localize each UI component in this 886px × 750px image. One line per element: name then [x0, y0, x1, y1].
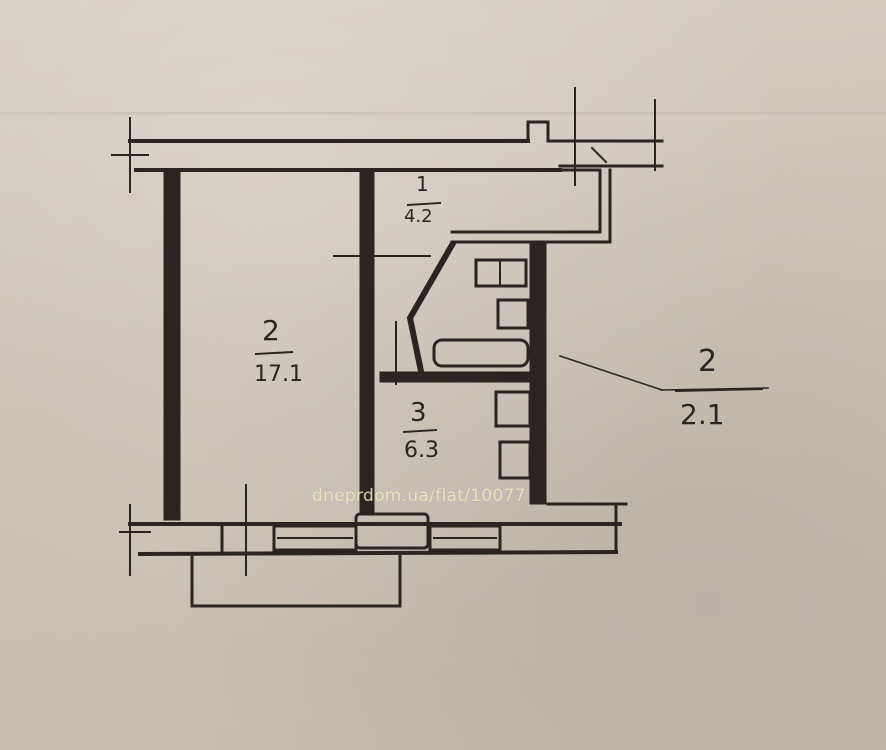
room-3-number: 3 [410, 398, 427, 428]
callout-area: 2.1 [680, 398, 725, 431]
callout-leader [559, 355, 769, 391]
room-1-fraction-bar [406, 201, 442, 207]
callout-number: 2 [698, 344, 718, 379]
room-2-area: 17.1 [254, 362, 303, 387]
bath-partition [379, 371, 533, 383]
room-3-area: 6.3 [404, 438, 439, 463]
corridor-wall [450, 146, 612, 244]
callout-fraction-bar [674, 387, 764, 393]
window-2 [354, 512, 430, 550]
room-2-fraction-bar [254, 350, 294, 356]
paper-fold [0, 112, 886, 116]
window-1 [272, 524, 358, 552]
top-wall [111, 87, 664, 193]
partition-wall [333, 171, 431, 513]
room-1-number: 1 [416, 172, 429, 196]
balcony [190, 554, 402, 608]
window-3 [428, 524, 502, 552]
kitchen-sink-fixture [498, 440, 532, 480]
toilet-fixture [474, 258, 528, 288]
room-3-fraction-bar [402, 428, 438, 434]
bathtub-fixture [432, 338, 530, 368]
watermark: dneprdom.ua/flat/10077 [312, 486, 526, 506]
stove-fixture [494, 390, 532, 428]
sink-fixture [496, 298, 530, 330]
door-swing [395, 240, 457, 385]
room-1-area: 4.2 [404, 206, 433, 227]
left-wall [163, 171, 181, 521]
bottom-wall [119, 484, 628, 576]
room-2-number: 2 [262, 314, 280, 347]
